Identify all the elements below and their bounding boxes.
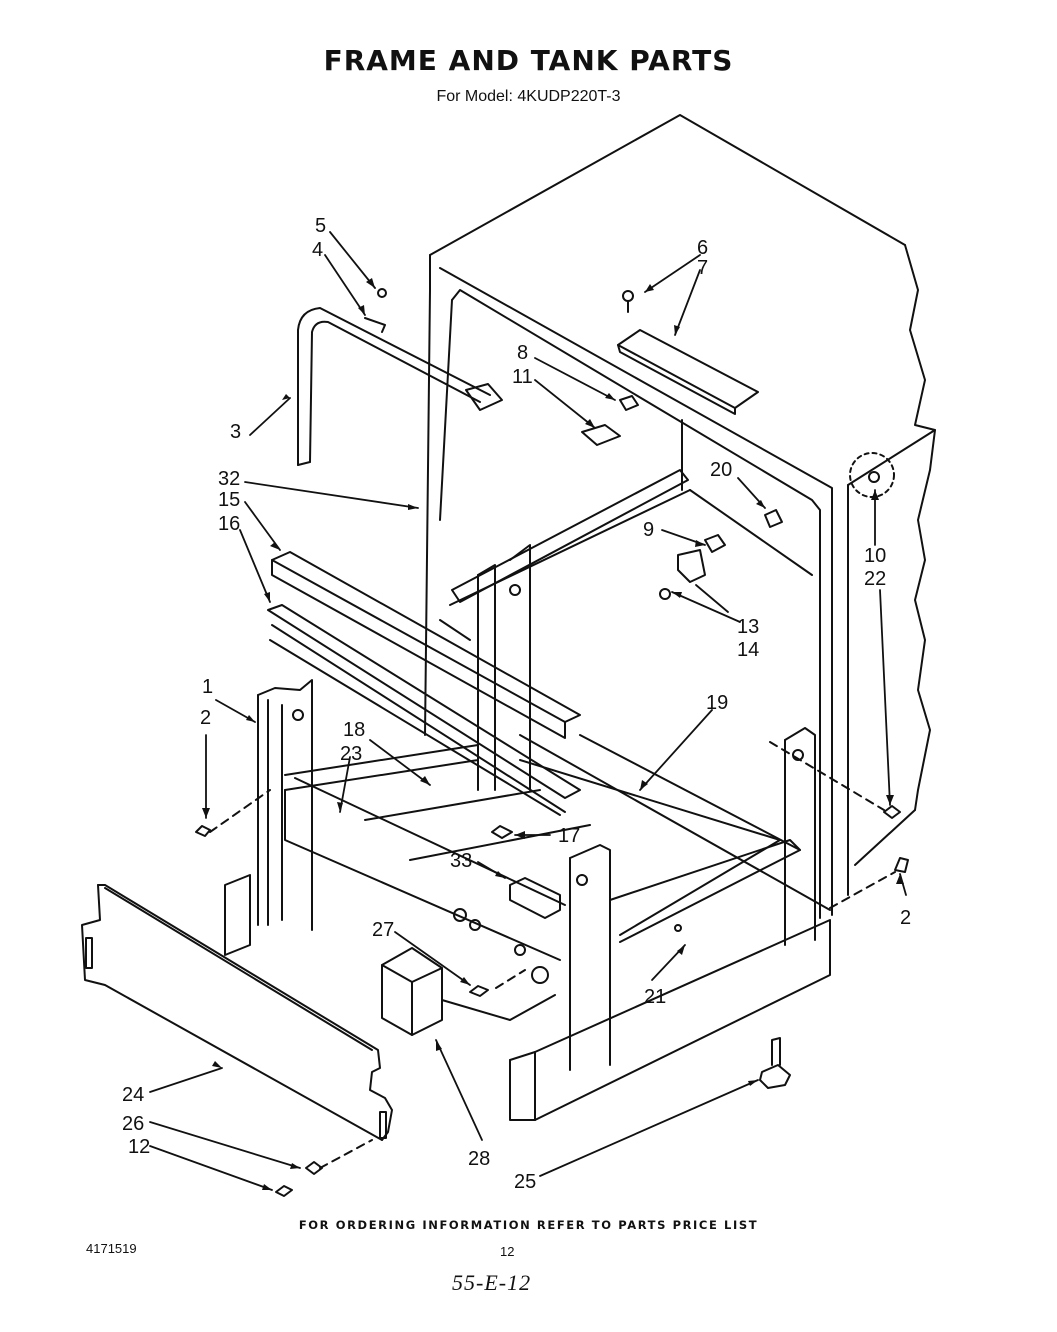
frame-cross-members bbox=[284, 734, 801, 984]
callout-7: 7 bbox=[697, 257, 708, 279]
base-rail bbox=[509, 919, 831, 1121]
bracket-part-7 bbox=[617, 290, 759, 415]
callout-2-right: 2 bbox=[900, 907, 911, 929]
handwritten-annotation: 55-E-12 bbox=[452, 1270, 532, 1295]
callout-25: 25 bbox=[514, 1171, 536, 1193]
callout-2: 2 bbox=[200, 707, 211, 729]
callout-13: 13 bbox=[737, 616, 759, 638]
callout-32: 32 bbox=[218, 468, 240, 490]
page-number: 12 bbox=[500, 1244, 515, 1259]
callout-8: 8 bbox=[517, 342, 528, 364]
callout-24: 24 bbox=[122, 1084, 144, 1106]
front-channel-part-15-16 bbox=[267, 551, 581, 816]
callout-11: 11 bbox=[512, 366, 533, 388]
arrowheads bbox=[202, 278, 904, 1190]
callout-21: 21 bbox=[644, 986, 666, 1008]
callout-12: 12 bbox=[128, 1136, 150, 1158]
kick-panel-part-24 bbox=[81, 884, 393, 1141]
ordering-note: FOR ORDERING INFORMATION REFER TO PARTS … bbox=[298, 1218, 759, 1232]
model-subtitle: For Model: 4KUDP220T-3 bbox=[436, 88, 621, 105]
callout-26: 26 bbox=[122, 1113, 144, 1135]
page-title: FRAME AND TANK PARTS bbox=[323, 44, 734, 77]
left-upright-part-1 bbox=[224, 679, 313, 956]
callout-22: 22 bbox=[864, 568, 886, 590]
callout-14: 14 bbox=[737, 639, 759, 661]
right-uprights bbox=[569, 727, 816, 1071]
document-number: 4171519 bbox=[86, 1241, 137, 1256]
bracket-part-33 bbox=[509, 877, 561, 919]
callout-33: 33 bbox=[450, 850, 472, 872]
inner-rail bbox=[451, 469, 689, 603]
callout-18: 18 bbox=[343, 719, 365, 741]
leveling-foot-part-25 bbox=[759, 1037, 791, 1089]
fasteners bbox=[195, 452, 909, 1197]
callout-3: 3 bbox=[230, 421, 241, 443]
callout-23: 23 bbox=[340, 743, 362, 765]
clips-part-8-11 bbox=[377, 288, 639, 446]
upper-rail-part-3 bbox=[297, 307, 503, 466]
callout-16: 16 bbox=[218, 513, 240, 535]
callout-10: 10 bbox=[864, 545, 886, 567]
callout-19: 19 bbox=[706, 692, 728, 714]
callout-17: 17 bbox=[558, 825, 580, 847]
callout-labels: 5 4 3 6 7 8 11 32 15 16 20 9 10 22 13 14… bbox=[122, 215, 911, 1193]
callout-9: 9 bbox=[643, 519, 654, 541]
callout-20: 20 bbox=[710, 459, 732, 481]
box-part-28 bbox=[381, 947, 556, 1036]
callout-6: 6 bbox=[697, 237, 708, 259]
assembly-guides bbox=[209, 741, 896, 1169]
callout-1: 1 bbox=[202, 676, 213, 698]
callout-27: 27 bbox=[372, 919, 394, 941]
callout-5: 5 bbox=[315, 215, 326, 237]
callout-15: 15 bbox=[218, 489, 240, 511]
callout-4: 4 bbox=[312, 239, 323, 261]
callout-28: 28 bbox=[468, 1148, 490, 1170]
